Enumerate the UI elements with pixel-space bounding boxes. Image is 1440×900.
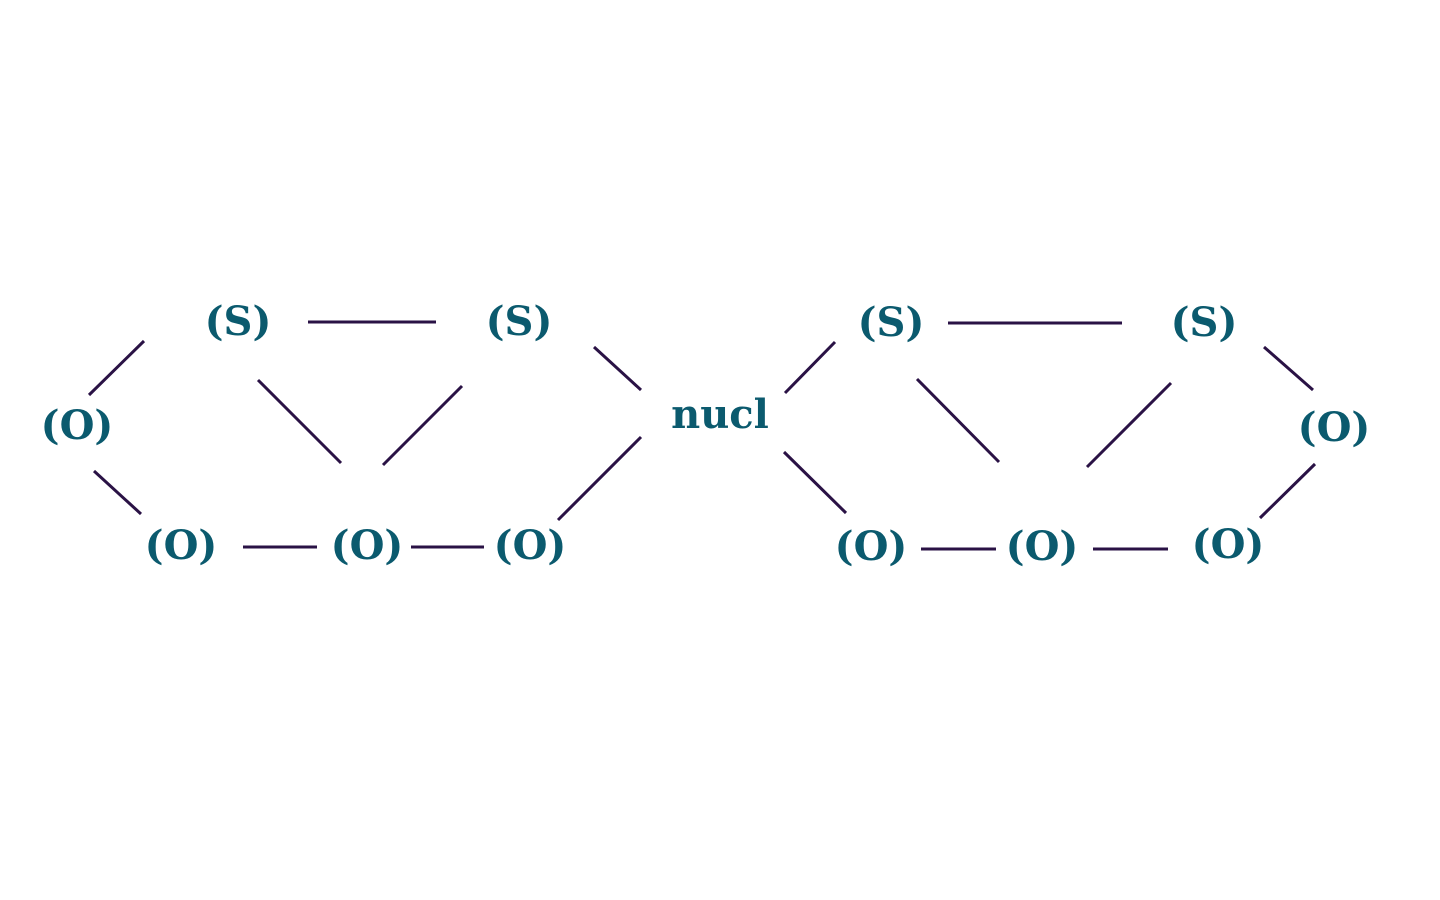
node-n2: (S) (486, 298, 553, 345)
edge-n12-n13 (1258, 462, 1317, 520)
node-n12: (O) (1192, 521, 1265, 568)
node-n5: (O) (331, 522, 404, 569)
edge-n1-n5 (256, 378, 343, 465)
edge-n1-n3 (87, 339, 146, 397)
edge-n2-n7 (592, 345, 643, 392)
edge-n7-n10 (782, 450, 848, 515)
node-n10: (O) (835, 523, 908, 570)
edge-n7-n8 (783, 340, 837, 395)
edge-n6-n7 (556, 435, 643, 522)
nodes-layer: (S) (S) (O) (O) (O) (O) nucl (S) (S) (O)… (41, 298, 1371, 570)
node-n11: (O) (1006, 523, 1079, 570)
node-n1: (S) (205, 298, 272, 345)
edge-n9-n13 (1263, 345, 1314, 392)
node-n3: (O) (41, 402, 114, 449)
edges-layer (87, 320, 1317, 551)
edge-n2-n5 (381, 384, 464, 467)
edge-n9-n11 (1085, 381, 1173, 469)
node-n6: (O) (494, 522, 567, 569)
edge-n8-n11 (915, 377, 1001, 464)
node-n8: (S) (858, 299, 925, 346)
node-n9: (S) (1171, 299, 1238, 346)
node-n13: (O) (1298, 404, 1371, 451)
node-n7: nucl (671, 391, 769, 438)
edge-n3-n4 (92, 469, 143, 516)
node-n4: (O) (145, 522, 218, 569)
